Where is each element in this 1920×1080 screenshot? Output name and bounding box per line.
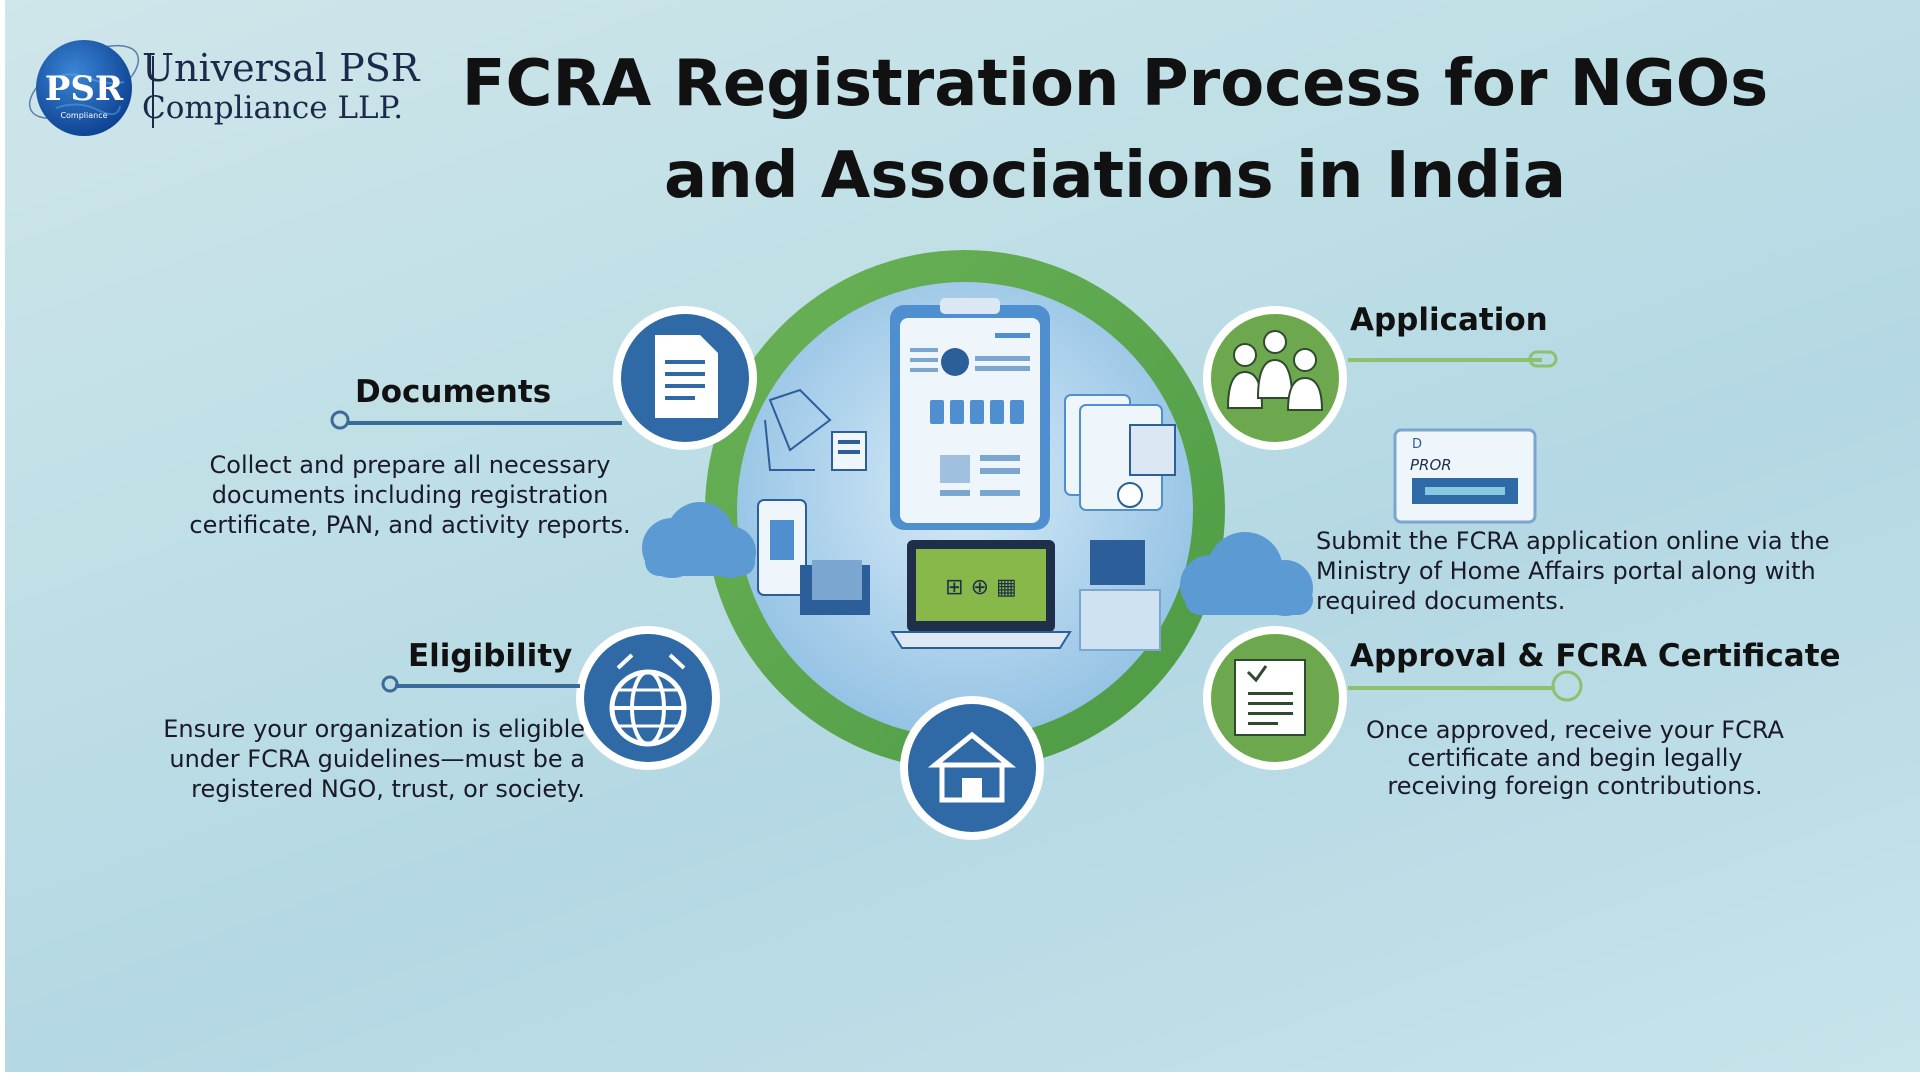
approval-connector (1348, 670, 1583, 702)
cloud-right-icon (1180, 532, 1313, 616)
approval-heading: Approval & FCRA Certificate (1350, 638, 1841, 674)
side-document-icon (764, 388, 867, 471)
application-connector (1348, 350, 1558, 368)
application-step-icon (1203, 306, 1347, 450)
documents-description: Collect and prepare all necessary docume… (189, 451, 631, 539)
logo-mark-sub: Compliance (60, 111, 107, 120)
eligibility-heading: Eligibility (408, 638, 573, 674)
logo-mark: PSR (45, 69, 124, 109)
approval-description: Once approved, receive your FCRA certifi… (1366, 716, 1784, 800)
portal-card-label: PROR (1410, 456, 1452, 474)
eligibility-connector (381, 675, 580, 693)
logo-name-line1: Universal PSR (142, 46, 420, 90)
portal-card-corner: D (1412, 437, 1422, 452)
application-description: Submit the FCRA application online via t… (1316, 527, 1830, 615)
frame-bottom (0, 1072, 1920, 1080)
clipboard-icon (890, 298, 1050, 530)
logo-divider (152, 56, 154, 128)
application-heading: Application (1350, 302, 1548, 338)
cloud-left-icon (642, 502, 756, 578)
svg-text:⊞ ⊕ ▦: ⊞ ⊕ ▦ (945, 575, 1017, 600)
eligibility-description: Ensure your organization is eligible und… (163, 715, 585, 803)
portal-card-icon: D PROR (1393, 428, 1537, 524)
approval-step-icon (1203, 626, 1347, 770)
building-step-icon (900, 696, 1044, 840)
frame-edge (0, 0, 5, 1080)
documents-connector (330, 410, 622, 430)
door-panel-icon (757, 499, 870, 615)
page-title: FCRA Registration Process for NGOs and A… (461, 47, 1769, 213)
globe-logo-icon: PSR Compliance (28, 40, 140, 136)
logo-name-line2: Compliance LLP. (142, 90, 404, 126)
documents-step-icon (613, 306, 757, 450)
documents-heading: Documents (355, 374, 552, 410)
company-logo: PSR Compliance Universal PSR Compliance … (12, 10, 419, 136)
laptop-icon: ⊞ ⊕ ▦ (890, 540, 1072, 649)
right-documents-icon (1064, 394, 1176, 651)
eligibility-step-icon (576, 626, 720, 770)
